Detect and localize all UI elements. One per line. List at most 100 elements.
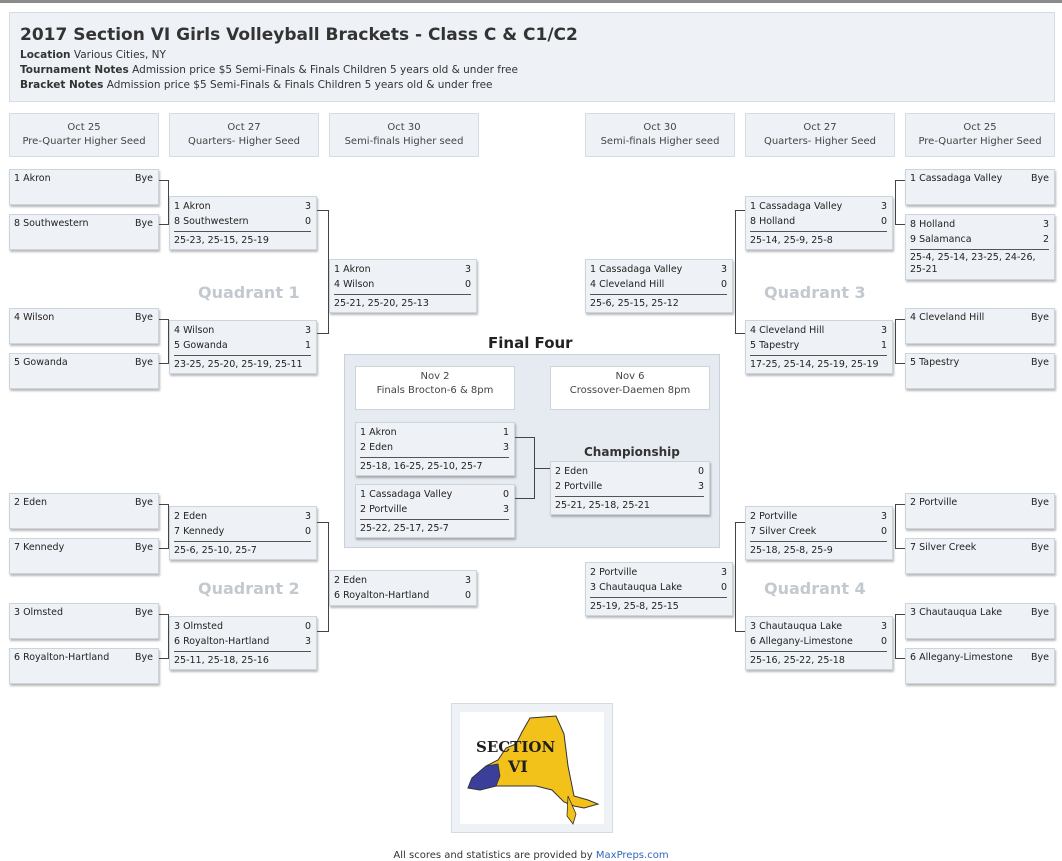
set-scores: 25-18, 25-8, 25-9	[750, 545, 833, 556]
bracket-connector	[735, 210, 745, 334]
team-score: 0	[304, 526, 311, 537]
round-date: Oct 25	[67, 122, 101, 133]
team-score: 1	[304, 340, 311, 351]
team-name: 7 Silver Creek	[910, 542, 977, 553]
bye-label: Bye	[135, 607, 153, 618]
bracket-connector	[317, 522, 329, 632]
team-score: 3	[464, 264, 471, 275]
score-divider	[174, 231, 311, 232]
team-name: 2 Portville	[590, 567, 638, 578]
set-scores: 25-11, 25-18, 25-16	[174, 655, 269, 666]
western-ny-region	[467, 763, 501, 791]
tournament-notes-value: Admission price $5 Semi-Finals & Finals …	[132, 64, 518, 76]
set-scores: 25-4, 25-14, 23-25, 24-26, 25-21	[910, 252, 1036, 275]
team-score: 0	[304, 621, 311, 632]
final-four-title: Final Four	[488, 334, 573, 352]
team-score: 3	[304, 325, 311, 336]
team-name: 3 Olmsted	[174, 621, 223, 632]
team-score: 3	[304, 511, 311, 522]
team-name: 1 Akron	[14, 173, 51, 184]
round-name: Semi-finals Higher seed	[344, 136, 464, 147]
bye-label: Bye	[135, 357, 153, 368]
bracket-connector	[534, 468, 550, 469]
score-divider	[360, 457, 509, 458]
team-score: 3	[720, 567, 727, 578]
team-score: 0	[880, 636, 887, 647]
location-value: Various Cities, NY	[73, 49, 166, 61]
set-scores: 25-6, 25-10, 25-7	[174, 545, 257, 556]
team-name: 2 Eden	[334, 575, 367, 586]
logo-text-section: SECTION	[476, 738, 555, 756]
score-divider	[555, 496, 704, 497]
team-name: 3 Chautauqua Lake	[750, 621, 843, 632]
team-score: 3	[1042, 219, 1049, 230]
team-name: 2 Eden	[555, 466, 588, 477]
team-score: 0	[720, 582, 727, 593]
score-divider	[750, 355, 887, 356]
team-score: 0	[464, 279, 471, 290]
bracket-connector	[159, 319, 169, 364]
team-score: 3	[502, 504, 509, 515]
team-score: 3	[304, 201, 311, 212]
team-score: 3	[880, 201, 887, 212]
round-name: Semi-finals Higher seed	[600, 136, 720, 147]
team-name: 2 Portville	[555, 481, 603, 492]
championship-label: Championship	[584, 445, 680, 459]
set-scores: 25-19, 25-8, 25-15	[590, 601, 679, 612]
team-name: 6 Royalton-Hartland	[14, 652, 110, 663]
score-divider	[910, 249, 1049, 250]
bracket-connector	[159, 180, 169, 225]
bracket-slot[interactable]: 3 Olmsted Bye	[9, 603, 159, 639]
tournament-notes-line: Tournament Notes Admission price $5 Semi…	[20, 64, 518, 76]
team-name: 4 Wilson	[334, 279, 375, 290]
bracket-notes-label: Bracket Notes	[20, 79, 104, 91]
hudson-region-shape	[566, 795, 577, 825]
score-divider	[590, 597, 727, 598]
team-name: 3 Olmsted	[14, 607, 63, 618]
team-name: 5 Tapestry	[910, 357, 960, 368]
bye-label: Bye	[135, 218, 153, 229]
bye-label: Bye	[135, 542, 153, 553]
team-name: 4 Cleveland Hill	[750, 325, 825, 336]
set-scores: 25-6, 25-15, 25-12	[590, 298, 679, 309]
bracket-connector	[317, 210, 329, 334]
team-score: 3	[304, 636, 311, 647]
maxpreps-link[interactable]: MaxPreps.com	[595, 850, 669, 861]
team-name: 6 Allegany-Limestone	[910, 652, 1013, 663]
team-score: 1	[880, 340, 887, 351]
quadrant-4-label: Quadrant 4	[764, 579, 866, 598]
